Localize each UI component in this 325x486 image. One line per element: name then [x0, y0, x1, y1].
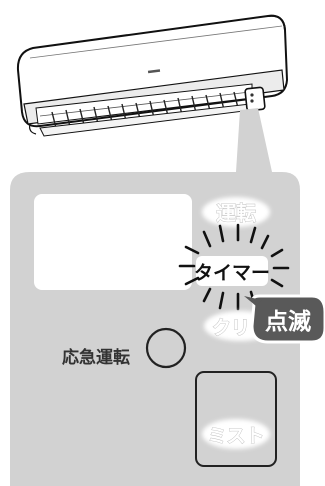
zoom-connector: [236, 108, 272, 172]
timer-indicator: タイマー: [194, 256, 270, 286]
indicator-panel: 運転 タイマー クリーン: [10, 172, 325, 486]
timer-indicator-label: タイマー: [194, 262, 270, 284]
air-conditioner-unit: [16, 14, 289, 137]
blink-rays-icon: [178, 223, 290, 311]
mist-indicator-label: ミスト: [207, 425, 264, 447]
run-indicator: 運転: [202, 197, 270, 227]
emergency-run-button[interactable]: [145, 327, 187, 369]
indicator-window: [244, 86, 266, 112]
blink-callout: 点滅: [244, 294, 325, 344]
run-indicator-label: 運転: [216, 201, 256, 225]
mist-indicator: ミスト: [202, 419, 270, 449]
display-window: [34, 194, 192, 290]
blink-callout-label: 点滅: [265, 309, 311, 335]
emergency-run-label: 応急運転: [62, 347, 130, 368]
